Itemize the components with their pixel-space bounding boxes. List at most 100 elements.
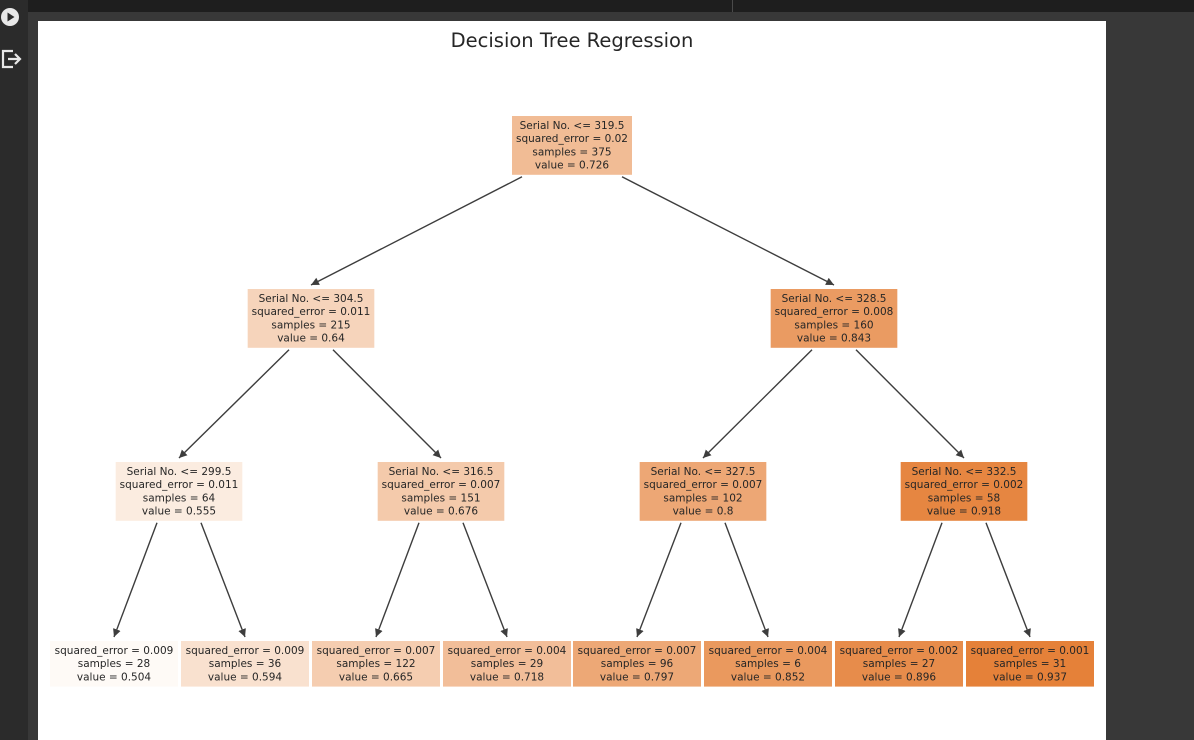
play-circle-icon[interactable] (0, 7, 20, 27)
tree-node-box (639, 462, 767, 521)
tree-node-line: Serial No. <= 304.5 (259, 293, 364, 305)
top-bar-divider (732, 0, 733, 12)
tree-node-line: squared_error = 0.004 (709, 645, 828, 657)
top-bar (0, 0, 1194, 12)
tree-node-box (704, 641, 832, 687)
tree-node-line: squared_error = 0.007 (578, 645, 697, 657)
tree-edge-3-8 (200, 522, 246, 638)
tree-node-line: squared_error = 0.007 (644, 479, 763, 491)
tree-node-line: samples = 96 (601, 658, 674, 670)
tree-node-box (966, 641, 1094, 687)
tree-node-line: samples = 36 (209, 658, 282, 670)
tree-node-line: squared_error = 0.011 (252, 306, 371, 318)
figure-canvas: Decision Tree Regression Serial No. <= 3… (38, 21, 1106, 740)
tree-node-box (181, 641, 309, 687)
tree-node-line: Serial No. <= 332.5 (912, 466, 1017, 478)
tree-edge-3-7 (113, 522, 158, 638)
tree-node-box (115, 462, 243, 521)
tree-node-line: squared_error = 0.002 (840, 645, 959, 657)
tree-node-line: samples = 102 (663, 492, 742, 504)
tree-node-line: value = 0.918 (927, 506, 1001, 518)
figure-title: Decision Tree Regression (450, 29, 694, 52)
tree-node-line: value = 0.504 (77, 671, 152, 683)
tree-node-line: squared_error = 0.007 (317, 645, 436, 657)
tree-node-line: value = 0.843 (797, 333, 871, 345)
tree-node-box (312, 641, 440, 687)
tree-node-line: squared_error = 0.008 (775, 306, 894, 318)
tree-node-line: value = 0.676 (404, 506, 479, 518)
tree-node-line: samples = 31 (994, 658, 1066, 670)
tree-node-line: value = 0.594 (208, 671, 283, 683)
tree-node-line: Serial No. <= 328.5 (782, 293, 887, 305)
tree-node-line: samples = 64 (143, 492, 216, 504)
tree-edge-0-1 (310, 176, 523, 286)
tree-node-box (377, 462, 505, 521)
tree-node-line: value = 0.718 (470, 671, 544, 683)
tree-edge-1-4 (332, 349, 442, 459)
tree-node-line: samples = 151 (401, 492, 480, 504)
tree-node-box (512, 116, 632, 175)
tree-edge-2-5 (702, 349, 813, 459)
tree-node-line: samples = 58 (928, 492, 1000, 504)
tree-node-line: value = 0.8 (673, 506, 734, 518)
cell-gutter (0, 0, 28, 740)
tree-node-box (900, 462, 1028, 521)
tree-edge-4-10 (462, 522, 508, 638)
tree-node-line: Serial No. <= 319.5 (520, 120, 625, 132)
tree-node-box (573, 641, 701, 687)
tree-edge-1-3 (178, 349, 290, 459)
tree-node-line: Serial No. <= 299.5 (127, 466, 232, 478)
tree-node-line: value = 0.665 (339, 671, 413, 683)
tree-node-box (770, 289, 898, 348)
tree-node-line: value = 0.937 (993, 671, 1067, 683)
tree-edge-4-9 (375, 522, 420, 638)
tree-node-line: value = 0.64 (277, 333, 345, 345)
tree-node-line: squared_error = 0.02 (516, 133, 628, 145)
tree-node-line: Serial No. <= 316.5 (389, 466, 494, 478)
tree-node-line: value = 0.852 (731, 671, 805, 683)
tree-node-line: samples = 215 (271, 319, 350, 331)
tree-edge-2-6 (855, 349, 965, 459)
tree-edge-0-2 (621, 176, 835, 286)
tree-node-line: samples = 28 (78, 658, 150, 670)
tree-node-line: value = 0.555 (142, 506, 216, 518)
edges-layer (113, 176, 1031, 638)
output-redirect-icon[interactable] (0, 48, 22, 70)
tree-node-line: squared_error = 0.009 (55, 645, 174, 657)
tree-node-line: value = 0.797 (600, 671, 674, 683)
tree-node-line: squared_error = 0.004 (448, 645, 567, 657)
tree-node-line: samples = 29 (471, 658, 543, 670)
tree-node-box (50, 641, 178, 687)
tree-node-line: samples = 375 (532, 146, 611, 158)
tree-node-line: squared_error = 0.009 (186, 645, 305, 657)
tree-node-line: squared_error = 0.007 (382, 479, 501, 491)
tree-edge-6-13 (898, 522, 943, 638)
tree-node-line: samples = 27 (863, 658, 935, 670)
tree-edge-5-11 (636, 522, 682, 638)
tree-node-line: samples = 6 (735, 658, 801, 670)
tree-node-line: Serial No. <= 327.5 (651, 466, 756, 478)
tree-node-line: squared_error = 0.001 (971, 645, 1090, 657)
tree-node-line: squared_error = 0.002 (905, 479, 1024, 491)
tree-node-box (247, 289, 375, 348)
tree-node-line: squared_error = 0.011 (120, 479, 239, 491)
tree-node-line: samples = 122 (336, 658, 415, 670)
tree-node-line: value = 0.896 (862, 671, 937, 683)
